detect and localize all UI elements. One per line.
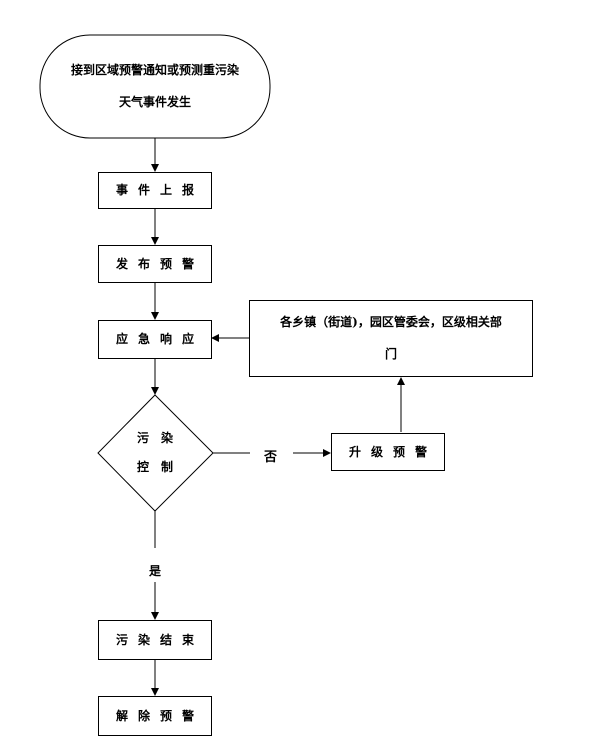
start-line-2: 天气事件发生 xyxy=(118,94,191,109)
decision-line-2: 控 制 xyxy=(136,460,173,474)
response-box: 应急响应 xyxy=(98,320,212,359)
departments-line-1: 各乡镇（街道)，园区管委会，区级相关部 xyxy=(280,315,502,330)
departments-box: 各乡镇（街道)，园区管委会，区级相关部 门 xyxy=(249,300,533,377)
yes-label: 是 xyxy=(149,564,162,578)
end-pollution-box: 污染结束 xyxy=(98,620,212,660)
lift-warning-box: 解除预警 xyxy=(98,696,212,736)
start-line-1: 接到区域预警通知或预测重污染 xyxy=(70,63,239,78)
report-box: 事件上报 xyxy=(98,172,212,209)
publish-box: 发布预警 xyxy=(98,245,212,283)
decision-label: 污 染 控 制 xyxy=(115,420,195,486)
upgrade-box: 升级预警 xyxy=(331,433,445,471)
no-label: 否 xyxy=(264,450,278,465)
start-terminator: 接到区域预警通知或预测重污染 天气事件发生 xyxy=(40,35,270,138)
decision-line-1: 污 染 xyxy=(136,431,173,446)
departments-line-2: 门 xyxy=(384,346,397,361)
